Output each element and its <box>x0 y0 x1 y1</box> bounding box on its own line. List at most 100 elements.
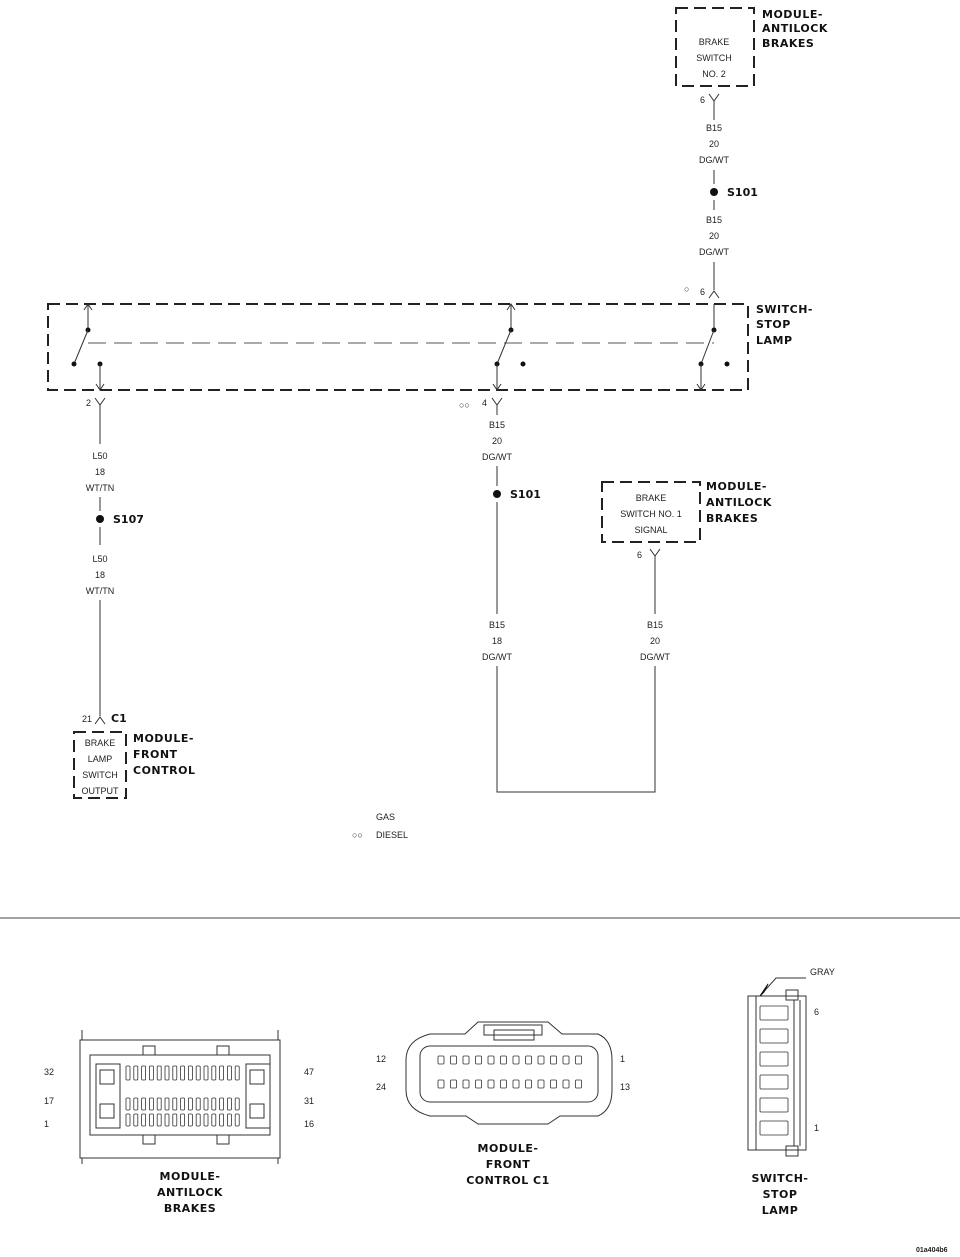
abs-pin-cavity <box>195 1113 201 1127</box>
fcm-pin-cavity <box>475 1079 482 1089</box>
svg-text:L50: L50 <box>92 554 107 564</box>
abs-pin-cavity <box>180 1097 186 1111</box>
abs-pin-47: 47 <box>304 1067 314 1077</box>
abs-pin-cavity <box>187 1113 193 1127</box>
abs-top-title-1: MODULE- <box>762 8 823 21</box>
fcm-pin-cavity <box>550 1079 557 1089</box>
svg-text:DG/WT: DG/WT <box>640 652 670 662</box>
legend-gas: GAS <box>376 812 395 822</box>
fcm-pin-cavity <box>500 1055 507 1065</box>
svg-text:20: 20 <box>492 436 502 446</box>
stop-pin-cavity <box>759 1097 789 1113</box>
abs-pin-cavity <box>219 1113 225 1127</box>
abs-pin-cavity <box>195 1097 201 1111</box>
abs-conn-title-3: BRAKES <box>164 1202 216 1215</box>
engine-legend: GAS ○○ DIESEL <box>352 812 408 840</box>
abs-pin-cavity <box>133 1097 139 1111</box>
fcm-pin-cavity <box>562 1079 570 1089</box>
fcm-pin-cavity <box>487 1079 495 1089</box>
abs-pin-cavity <box>203 1097 209 1111</box>
diagram-id: 01a404b6 <box>916 1247 948 1254</box>
stop-pin-cavity <box>759 1074 789 1090</box>
abs-pin-cavity <box>180 1065 186 1081</box>
stop-lamp-title-1: SWITCH- <box>756 303 813 316</box>
fcm-pin-cavity <box>537 1055 545 1065</box>
fcm-connector-view: 12 24 1 13 MODULE- FRONT CONTROL C1 <box>376 1021 630 1187</box>
svg-text:B15: B15 <box>647 620 663 630</box>
fcm-conn-title-2: FRONT <box>486 1158 531 1171</box>
stop-lamp-marker-top: ○ <box>684 284 689 294</box>
svg-text:18: 18 <box>95 570 105 580</box>
abs-pin-cavity <box>156 1065 162 1081</box>
abs-module-mid: BRAKE SWITCH NO. 1 SIGNAL MODULE- ANTILO… <box>601 480 772 560</box>
fcm-box-line3: SWITCH <box>82 770 118 780</box>
abs-pin-cavity <box>203 1113 209 1127</box>
abs-pin-cavity <box>226 1097 232 1111</box>
abs-pin-17: 17 <box>44 1096 54 1106</box>
svg-text:B15: B15 <box>489 620 505 630</box>
fcm-pin-cavity <box>450 1079 457 1089</box>
wire-label-top2: B15 20 DG/WT <box>699 215 729 257</box>
abs-mid-title-2: ANTILOCK <box>706 496 772 509</box>
abs-pin-cavity <box>172 1065 178 1081</box>
wire-label-m2: B15 18 DG/WT <box>482 620 512 662</box>
stop-lamp-marker-mid: ○○ <box>459 400 470 410</box>
fcm-pin-cavity <box>462 1079 470 1089</box>
svg-text:B15: B15 <box>706 123 722 133</box>
svg-text:DG/WT: DG/WT <box>482 452 512 462</box>
stop-pin-cavity <box>759 1005 789 1021</box>
fcm-pin-cavity <box>562 1055 570 1065</box>
splice-dot-s107 <box>96 515 104 523</box>
stop-lamp-pin-mid: 4 <box>482 398 487 408</box>
stop-pin-6: 6 <box>814 1007 819 1017</box>
abs-pin-cavity <box>187 1065 193 1081</box>
abs-mid-box-line1: BRAKE <box>636 493 667 503</box>
stop-lamp-pin-top: 6 <box>700 287 705 297</box>
svg-text:20: 20 <box>709 139 719 149</box>
abs-top-title-3: BRAKES <box>762 37 814 50</box>
splice-dot-s101-mid <box>493 490 501 498</box>
fcm-pin-cavity <box>512 1079 520 1089</box>
abs-pin-cavity <box>219 1097 225 1111</box>
fcm-pin-cavity <box>450 1055 457 1065</box>
abs-pin-cavity <box>133 1065 139 1081</box>
abs-pin-32: 32 <box>44 1067 54 1077</box>
abs-pin-cavity <box>195 1065 201 1081</box>
fcm-pin-12: 12 <box>376 1054 386 1064</box>
stop-lamp-connector-view: GRAY 6 1 SWITCH- STOP LAMP <box>747 967 835 1217</box>
legend-diesel-marker: ○○ <box>352 830 363 840</box>
wire-label-m1: B15 20 DG/WT <box>482 420 512 462</box>
fcm-title-1: MODULE- <box>133 732 194 745</box>
fcm-pin-cavity <box>525 1055 532 1065</box>
fcm-conn-title-1: MODULE- <box>478 1142 539 1155</box>
svg-text:WT/TN: WT/TN <box>86 483 115 493</box>
svg-text:18: 18 <box>492 636 502 646</box>
abs-top-title-2: ANTILOCK <box>762 22 828 35</box>
abs-top-terminal <box>708 93 720 102</box>
abs-pin-cavity <box>172 1097 178 1111</box>
fcm-pin-cavity <box>575 1055 582 1065</box>
abs-pin-cavity <box>180 1113 186 1127</box>
fcm-box-line2: LAMP <box>88 754 113 764</box>
abs-mid-title-1: MODULE- <box>706 480 767 493</box>
fcm-pin-cavity <box>500 1079 507 1089</box>
abs-pin-cavity <box>125 1097 131 1111</box>
abs-top-box-line3: NO. 2 <box>702 69 726 79</box>
fcm-pin-cavity <box>437 1055 445 1065</box>
abs-pin-cavity <box>148 1097 154 1111</box>
fcm-pin-cavity <box>575 1079 582 1089</box>
abs-pin-cavity <box>203 1065 209 1081</box>
stop-conn-title-3: LAMP <box>762 1204 799 1217</box>
splice-s101-mid: S101 <box>510 488 541 501</box>
abs-pin-cavity <box>187 1097 193 1111</box>
stop-lamp-title-3: LAMP <box>756 334 793 347</box>
abs-pin-cavity <box>226 1113 232 1127</box>
abs-pin-cavity <box>125 1113 131 1127</box>
abs-conn-title-1: MODULE- <box>160 1170 221 1183</box>
abs-pin-cavity <box>156 1113 162 1127</box>
abs-top-box-line2: SWITCH <box>696 53 732 63</box>
abs-pin-cavity <box>211 1065 217 1081</box>
abs-pin-cavity <box>211 1113 217 1127</box>
stop-conn-title-2: STOP <box>763 1188 798 1201</box>
stop-pin-1: 1 <box>814 1123 819 1133</box>
